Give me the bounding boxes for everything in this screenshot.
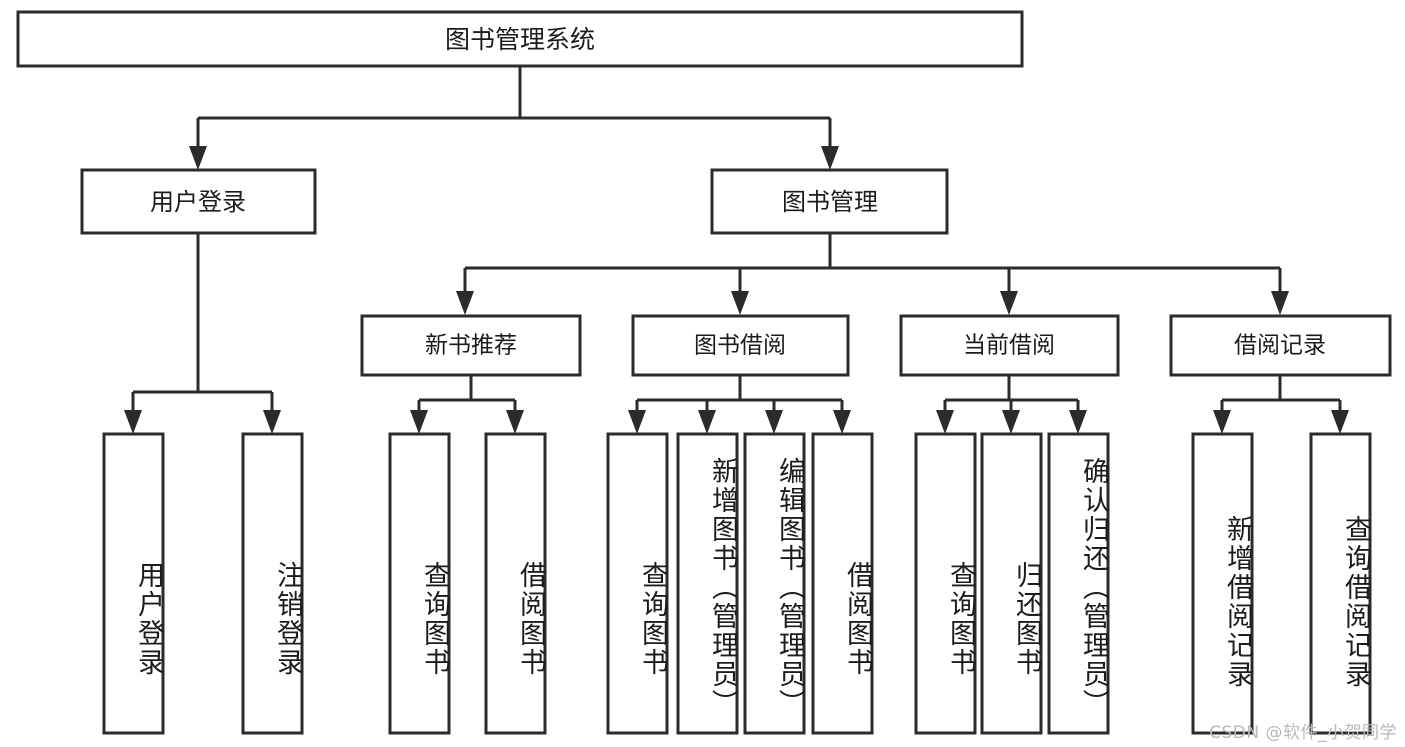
arrow-head-book-borrow [731, 291, 749, 315]
edge-book-manage-to-level2 [463, 233, 1282, 292]
node-new-book-rec-box[interactable] [360, 314, 582, 377]
arrow-head-leaf-user-login [124, 410, 142, 434]
leaf-box-query-book-1[interactable] [388, 432, 451, 735]
node-borrow-record-box[interactable] [1169, 314, 1392, 377]
arrow-head-leaf-borrow-book-2 [833, 410, 851, 434]
arrow-head-leaf-edit-book [765, 410, 783, 434]
arrow-head-leaf-user-logout [263, 410, 281, 434]
leaf-box-query-record[interactable] [1309, 432, 1372, 735]
edge-group-new-book-rec [410, 376, 524, 434]
arrow-head-leaf-return-book [1002, 410, 1020, 434]
node-user-login[interactable]: 用户登录 [80, 168, 317, 235]
node-book-manage-label: 图书管理 [782, 188, 878, 216]
edge-group-root [189, 66, 839, 170]
leaf-box-query-book-3[interactable] [914, 432, 977, 735]
arrow-head-new-book-rec [456, 291, 474, 315]
edge-group-book-manage [456, 233, 1289, 315]
node-root-box[interactable] [16, 10, 1024, 68]
watermark-text: CSDN @软件_小贺同学 [1209, 723, 1397, 743]
node-book-borrow-box[interactable] [631, 314, 850, 377]
edge-new-book-rec-to-leaves [417, 376, 517, 412]
leaf-box-add-book[interactable] [676, 432, 739, 735]
leaf-box-confirm-return[interactable] [1047, 432, 1110, 735]
node-book-manage[interactable]: 图书管理 [710, 168, 949, 235]
node-current-borrow-box[interactable] [899, 314, 1120, 377]
leaf-box-user-logout[interactable] [241, 432, 304, 735]
arrow-head-borrow-record [1271, 291, 1289, 315]
arrow-head-leaf-query-record [1331, 410, 1349, 434]
node-current-borrow[interactable]: 当前借阅 [899, 314, 1120, 377]
node-book-borrow[interactable]: 图书借阅 [631, 314, 850, 377]
arrow-head-leaf-confirm-return [1069, 410, 1087, 434]
edge-group-book-borrow [628, 376, 851, 434]
arrow-head-user-login [189, 146, 207, 170]
arrow-head-leaf-add-book [698, 410, 716, 434]
node-borrow-record-label: 借阅记录 [1234, 333, 1326, 359]
edge-user-login-to-leaves [131, 233, 274, 412]
edge-borrow-record-to-leaves [1220, 376, 1342, 412]
leaf-box-borrow-book-2[interactable] [811, 432, 874, 735]
node-current-borrow-label: 当前借阅 [963, 333, 1055, 359]
arrow-head-book-manage [821, 146, 839, 170]
node-user-login-label: 用户登录 [150, 188, 246, 216]
edge-root-to-level1 [196, 66, 832, 148]
arrow-head-leaf-add-record [1213, 410, 1231, 434]
node-book-borrow-label: 图书借阅 [694, 333, 786, 359]
node-book-manage-box[interactable] [710, 168, 949, 235]
leaf-box-return-book[interactable] [980, 432, 1043, 735]
arrow-head-leaf-query-book-1 [410, 410, 428, 434]
node-root-label: 图书管理系统 [445, 25, 595, 54]
edge-group-user-login [124, 233, 281, 434]
leaf-box-query-book-2[interactable] [606, 432, 669, 735]
leaf-box-user-login[interactable] [102, 432, 165, 735]
arrow-head-leaf-query-book-3 [936, 410, 954, 434]
edge-group-current-borrow [936, 376, 1087, 434]
arrow-head-leaf-borrow-book-1 [506, 410, 524, 434]
leaf-box-borrow-book-1[interactable] [484, 432, 547, 735]
edge-current-borrow-to-leaves [943, 376, 1080, 412]
arrow-head-leaf-query-book-2 [628, 410, 646, 434]
node-borrow-record[interactable]: 借阅记录 [1169, 314, 1392, 377]
edge-group-borrow-record [1213, 376, 1349, 434]
node-new-book-rec[interactable]: 新书推荐 [360, 314, 582, 377]
leaf-box-edit-book[interactable] [743, 432, 806, 735]
node-user-login-box[interactable] [80, 168, 317, 235]
arrow-head-current-borrow [1000, 291, 1018, 315]
node-root[interactable]: 图书管理系统 [16, 10, 1024, 68]
edge-book-borrow-to-leaves [635, 376, 844, 412]
leaf-box-add-record[interactable] [1191, 432, 1254, 735]
node-new-book-rec-label: 新书推荐 [425, 333, 517, 359]
